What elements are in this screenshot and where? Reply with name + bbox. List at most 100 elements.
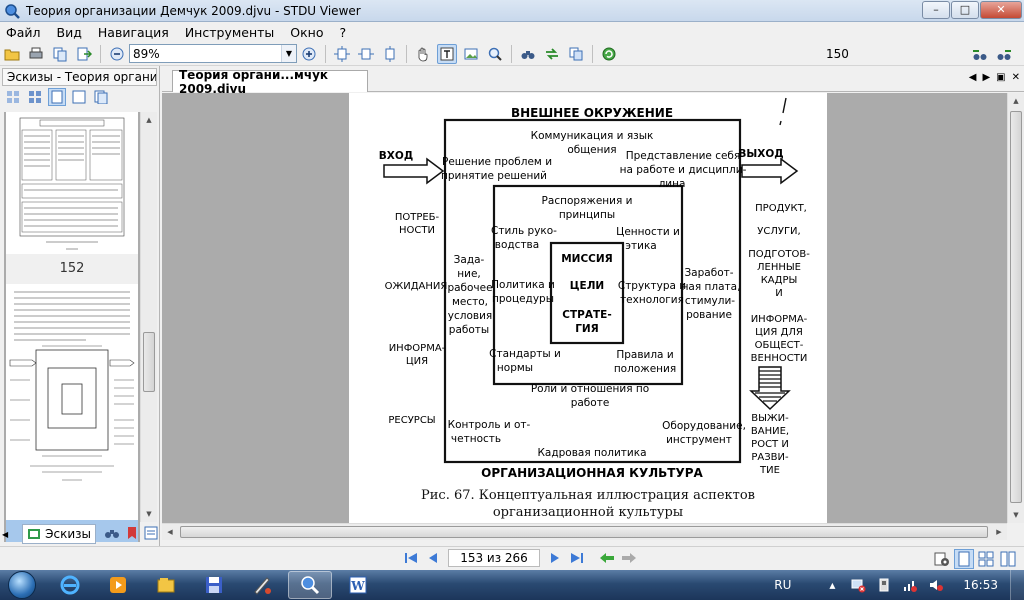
scroll-left-icon[interactable]: ◀ xyxy=(167,528,173,536)
stdu-viewer-task[interactable] xyxy=(288,571,332,599)
signal-icon[interactable] xyxy=(901,577,919,593)
thumbnails-grid-icon[interactable] xyxy=(26,88,44,106)
start-button[interactable] xyxy=(0,570,44,600)
bookmark-icon[interactable] xyxy=(126,526,138,543)
search-forward-icon[interactable] xyxy=(994,45,1014,65)
find-next-icon[interactable] xyxy=(542,44,562,64)
device-icon[interactable] xyxy=(875,577,893,593)
menu-file[interactable]: Файл xyxy=(6,24,41,40)
menu-navigation[interactable]: Навигация xyxy=(97,24,169,40)
thumbnails-fit-icon[interactable] xyxy=(92,88,110,106)
print-icon[interactable] xyxy=(26,44,46,64)
minimize-button[interactable]: – xyxy=(922,0,950,19)
binoculars-icon[interactable] xyxy=(518,44,538,64)
history-back-icon[interactable] xyxy=(598,549,616,567)
save-app-icon[interactable] xyxy=(192,571,236,599)
thumbnail-page-current[interactable] xyxy=(6,284,138,520)
svg-text:водства: водства xyxy=(495,239,539,251)
tab-thumbnails[interactable]: Эскизы xyxy=(22,524,97,544)
history-forward-icon[interactable] xyxy=(620,549,638,567)
fit-height-icon[interactable] xyxy=(380,44,400,64)
menu-help[interactable]: ? xyxy=(339,24,347,40)
output-arrow-icon xyxy=(741,157,799,185)
previous-page-icon[interactable] xyxy=(424,549,442,567)
thumbnail-page[interactable] xyxy=(6,112,138,254)
single-page-view-icon[interactable] xyxy=(954,549,974,569)
tab-next-icon[interactable]: ▶ xyxy=(982,72,991,83)
thumbnail-list[interactable]: 152 153 xyxy=(4,112,140,542)
clock[interactable]: 16:53 xyxy=(963,578,998,592)
zoom-in-icon[interactable] xyxy=(299,44,319,64)
language-indicator[interactable]: RU xyxy=(774,578,792,592)
tab-close-icon[interactable]: ✕ xyxy=(1011,72,1020,83)
document-viewport[interactable]: ВНЕШНЕЕ ОКРУЖЕНИЕ ОРГАНИЗАЦИОННАЯ КУЛЬТУ… xyxy=(162,93,1008,523)
thumbnails-small-icon[interactable] xyxy=(4,88,22,106)
document-vertical-scrollbar[interactable]: ▲ ▼ xyxy=(1007,93,1024,523)
organizational-culture-diagram: ВНЕШНЕЕ ОКРУЖЕНИЕ ОРГАНИЗАЦИОННАЯ КУЛЬТУ… xyxy=(379,97,810,480)
media-player-icon[interactable] xyxy=(96,571,140,599)
first-page-icon[interactable] xyxy=(402,549,420,567)
tray-up-arrow-icon[interactable]: ▴ xyxy=(829,578,836,592)
volume-muted-icon[interactable] xyxy=(927,577,945,593)
zoom-out-icon[interactable] xyxy=(107,44,127,64)
tab-restore-icon[interactable]: ▣ xyxy=(996,72,1006,83)
magnifier-icon[interactable] xyxy=(485,44,505,64)
text-select-icon[interactable] xyxy=(437,43,457,64)
page-status-field[interactable]: 153 из 266 xyxy=(448,549,540,567)
scroll-down-icon[interactable]: ▼ xyxy=(146,510,152,518)
scroll-up-icon[interactable]: ▲ xyxy=(146,116,152,124)
svg-text:стимули-: стимули- xyxy=(685,295,735,307)
annotations-icon[interactable] xyxy=(144,526,158,543)
scroll-right-icon[interactable]: ▶ xyxy=(996,528,1002,536)
thumbnails-medium-icon[interactable] xyxy=(48,88,66,106)
tab-document[interactable]: Теория органи...мчук 2009.djvu xyxy=(172,68,368,96)
last-page-icon[interactable] xyxy=(568,549,586,567)
middle-ring-labels: Коммуникация и язык общения Решение проб… xyxy=(441,130,747,459)
chevron-down-icon[interactable]: ▼ xyxy=(281,45,296,62)
scroll-down-icon[interactable]: ▼ xyxy=(1013,511,1019,519)
svg-text:ЦЕЛИ: ЦЕЛИ xyxy=(570,280,604,292)
scroll-thumb[interactable] xyxy=(180,526,988,538)
next-page-icon[interactable] xyxy=(546,549,564,567)
open-folder-icon[interactable] xyxy=(2,44,22,64)
zoom-select[interactable]: 89% ▼ xyxy=(129,44,297,63)
menu-window[interactable]: Окно xyxy=(290,24,324,40)
menu-tools[interactable]: Инструменты xyxy=(184,24,275,40)
thumbnail-label[interactable]: 152 xyxy=(6,254,138,284)
thumbnails-scrollbar[interactable]: ▲ ▼ xyxy=(140,112,157,522)
refresh-icon[interactable] xyxy=(599,44,619,64)
scroll-up-icon[interactable]: ▲ xyxy=(1013,97,1019,105)
svg-text:РЕСУРСЫ: РЕСУРСЫ xyxy=(388,415,435,426)
binoculars-icon[interactable] xyxy=(104,526,120,543)
hand-tool-icon[interactable] xyxy=(413,44,433,64)
copy-icon[interactable] xyxy=(566,44,586,64)
scroll-left-icon[interactable]: ◀ xyxy=(2,529,9,539)
scroll-thumb[interactable] xyxy=(1010,111,1022,503)
document-horizontal-scrollbar[interactable]: ◀ ▶ xyxy=(162,523,1007,540)
document-page[interactable]: ВНЕШНЕЕ ОКРУЖЕНИЕ ОРГАНИЗАЦИОННАЯ КУЛЬТУ… xyxy=(349,93,827,523)
copy-page-icon[interactable] xyxy=(50,44,70,64)
internet-explorer-icon[interactable] xyxy=(48,571,92,599)
windows-explorer-icon[interactable] xyxy=(144,571,188,599)
close-button[interactable]: ✕ xyxy=(980,0,1022,19)
menu-view[interactable]: Вид xyxy=(56,24,82,40)
tab-prev-icon[interactable]: ◀ xyxy=(968,72,977,83)
svg-text:Контроль и от-: Контроль и от- xyxy=(448,419,531,431)
paint-icon[interactable] xyxy=(240,571,284,599)
scroll-thumb[interactable] xyxy=(143,332,155,392)
fit-width-icon[interactable] xyxy=(356,44,376,64)
maximize-button[interactable]: □ xyxy=(951,0,979,19)
network-error-icon[interactable] xyxy=(849,577,867,593)
show-desktop-button[interactable] xyxy=(1010,570,1024,600)
continuous-view-icon[interactable] xyxy=(976,549,996,569)
export-icon[interactable] xyxy=(74,44,94,64)
thumbnails-large-icon[interactable] xyxy=(70,88,88,106)
svg-text:лина: лина xyxy=(659,178,686,190)
word-icon[interactable]: W xyxy=(336,571,380,599)
settings-icon[interactable] xyxy=(932,549,952,569)
search-page-input[interactable]: 150 xyxy=(826,47,849,61)
fit-page-icon[interactable] xyxy=(332,44,352,64)
search-back-icon[interactable] xyxy=(970,45,990,65)
image-select-icon[interactable] xyxy=(461,44,481,64)
facing-view-icon[interactable] xyxy=(998,549,1018,569)
